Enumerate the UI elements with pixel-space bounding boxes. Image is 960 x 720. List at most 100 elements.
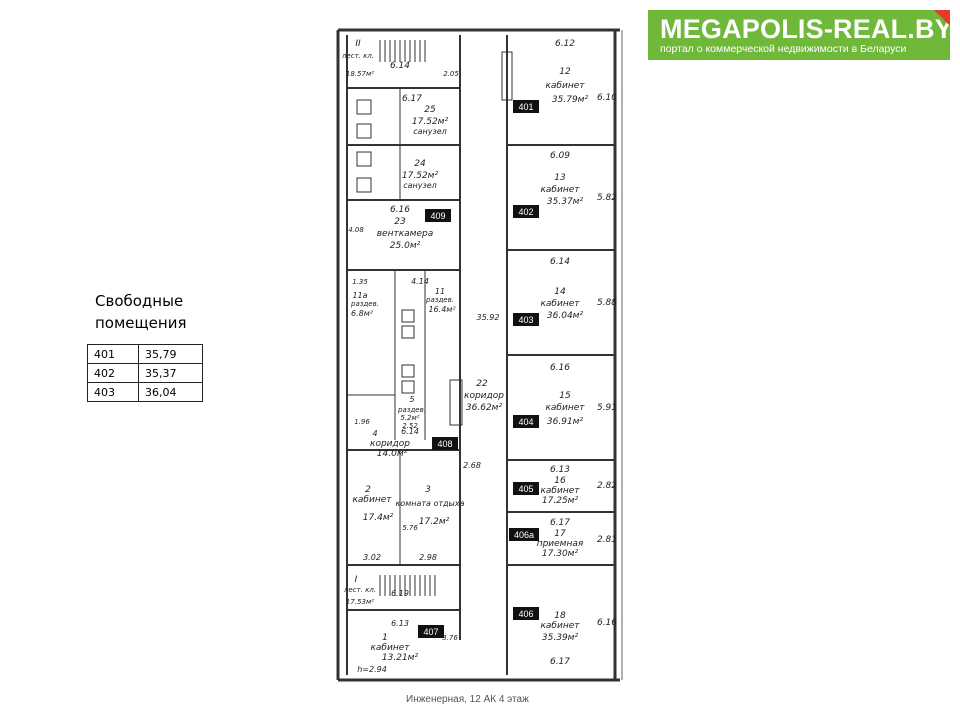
dim-label: 6.19 bbox=[391, 589, 409, 598]
room-area-label: 17.30м² bbox=[542, 549, 579, 559]
room-number-label: I bbox=[355, 575, 358, 585]
room-name-label: кабинет bbox=[540, 621, 580, 631]
dim-label: 6.17 bbox=[402, 94, 422, 104]
dim-label: 5.82 bbox=[597, 193, 617, 203]
room-area-label: 17.4м² bbox=[363, 513, 394, 523]
dim-label: 6.09 bbox=[550, 151, 570, 161]
dim-label: 2.98 bbox=[419, 553, 437, 562]
room-area-label: 6.8м² bbox=[351, 309, 374, 318]
dim-label: 5.88 bbox=[597, 298, 617, 308]
free-rooms-heading-line1: Свободные bbox=[95, 292, 184, 310]
room-area-label: 13.21м² bbox=[382, 653, 419, 663]
room-name-label: кабинет bbox=[545, 81, 585, 91]
room-name-label: кабинет bbox=[370, 643, 410, 653]
dim-label: 6.16 bbox=[390, 205, 410, 215]
dim-label: 6.17 bbox=[550, 657, 570, 667]
room-name-label: санузел bbox=[413, 127, 447, 136]
office-tag: 401 bbox=[518, 102, 533, 112]
room-name-label: лест. кл. bbox=[341, 52, 374, 60]
room-name-label: венткамера bbox=[377, 229, 433, 239]
room-number-label: 1 bbox=[382, 633, 388, 643]
dim-label: 2.82 bbox=[597, 481, 617, 491]
brand-title: MEGAPOLIS-REAL.BY bbox=[660, 14, 953, 44]
stair-hatching bbox=[379, 40, 436, 596]
office-tag: 409 bbox=[430, 211, 445, 221]
office-tags: 401 402 403 404 405 406а 406 407 408 409 bbox=[418, 100, 539, 638]
dim-label: 4.08 bbox=[348, 226, 364, 234]
room-number-label: 13 bbox=[554, 173, 566, 183]
sanitary-fixtures bbox=[356, 51, 513, 426]
dim-label: 1.35 bbox=[352, 278, 368, 286]
office-tag: 404 bbox=[518, 417, 533, 427]
brand-subtitle: портал о коммерческой недвижимости в Бел… bbox=[660, 43, 907, 55]
dim-label: 2.81 bbox=[597, 535, 617, 545]
room-number-label: 22 bbox=[476, 379, 488, 389]
office-tag: 405 bbox=[518, 484, 533, 494]
room-area-label: 16.4м² bbox=[428, 305, 456, 314]
room-name-label: приемная bbox=[537, 539, 584, 549]
dim-label: 1.96 bbox=[354, 418, 370, 426]
room-number-label: 12 bbox=[559, 67, 571, 77]
office-tag: 402 bbox=[518, 207, 533, 217]
dim-label: 2.05 bbox=[443, 70, 459, 78]
room-area-label: 18.57м² bbox=[346, 70, 374, 78]
office-tag: 408 bbox=[437, 439, 452, 449]
free-rooms-table: 401 35,79 402 35,37 403 36,04 bbox=[87, 344, 203, 402]
room-name-label: кабинет bbox=[540, 299, 580, 309]
room-area-label: 17.25м² bbox=[542, 496, 579, 506]
dim-label: 4.14 bbox=[411, 277, 429, 286]
brand-banner[interactable]: MEGAPOLIS-REAL.BY портал о коммерческой … bbox=[648, 10, 953, 60]
dim-label: 6.10 bbox=[597, 93, 617, 103]
room-area-label: 35.39м² bbox=[542, 633, 579, 643]
room-number-label: 5 bbox=[409, 395, 414, 404]
free-rooms-heading-line2: помещения bbox=[95, 314, 187, 332]
room-number-label: 3 bbox=[425, 485, 431, 495]
dim-label: 5.91 bbox=[597, 403, 617, 413]
room-area-label: 17.53м² bbox=[346, 598, 374, 606]
room-area-label: 36.62м² bbox=[466, 403, 503, 413]
office-tag: 406а bbox=[514, 530, 534, 540]
room-labels: 6.12 12 кабинет 35.79м² 6.10 6.09 13 каб… bbox=[341, 39, 617, 674]
office-tag: 403 bbox=[518, 315, 533, 325]
room-number-label: 18 bbox=[554, 611, 566, 621]
room-area-label: 5.2м² bbox=[400, 414, 419, 422]
dim-label: 3.76 bbox=[442, 634, 458, 642]
room-name-label: коридор bbox=[370, 439, 410, 449]
room-area-label: 14.0м² bbox=[377, 449, 408, 459]
plan-caption: Инженерная, 12 АК 4 этаж bbox=[406, 694, 529, 705]
room-name-label: коридор bbox=[464, 391, 504, 401]
room-area-label: 17.52м² bbox=[402, 171, 439, 181]
room-name-label: лест. кл. bbox=[343, 586, 376, 594]
plan-walls bbox=[336, 28, 623, 682]
room-name-label: санузел bbox=[403, 181, 437, 190]
room-number-label: II bbox=[355, 39, 361, 49]
room-area-label: 17.52м² bbox=[412, 117, 449, 127]
room-height-label: h=2.94 bbox=[357, 665, 387, 674]
dim-label: 2.68 bbox=[463, 461, 481, 470]
room-area-label: 36.04м² bbox=[547, 311, 584, 321]
dim-label: 6.17 bbox=[550, 518, 570, 528]
dim-label: 6.13 bbox=[391, 619, 409, 628]
dim-label: 6.12 bbox=[555, 39, 575, 49]
free-rooms-heading: Свободные помещения bbox=[95, 290, 225, 334]
room-number-label: 15 bbox=[559, 391, 571, 401]
room-name-label: кабинет bbox=[352, 495, 392, 505]
room-name-label: кабинет bbox=[540, 185, 580, 195]
dim-label: 6.14 bbox=[401, 427, 419, 436]
dim-label: 6.16 bbox=[597, 618, 617, 628]
room-number-label: 23 bbox=[394, 217, 406, 227]
brand-corner-mark bbox=[934, 10, 950, 26]
dim-label: 3.02 bbox=[363, 553, 381, 562]
dim-label: 6.13 bbox=[550, 465, 570, 475]
room-area-label: 35.79м² bbox=[552, 95, 589, 105]
room-area-label: 25.0м² bbox=[390, 241, 421, 251]
room-number-label: 2 bbox=[365, 485, 371, 495]
dim-label: 5.76 bbox=[402, 524, 418, 532]
office-tag: 407 bbox=[423, 627, 438, 637]
room-name-label: раздев. bbox=[350, 300, 379, 308]
room-number-label: 16 bbox=[554, 476, 566, 486]
room-number-label: 11а bbox=[352, 291, 367, 300]
dim-label: 6.16 bbox=[550, 363, 570, 373]
room-area: 36,04 bbox=[138, 382, 203, 402]
